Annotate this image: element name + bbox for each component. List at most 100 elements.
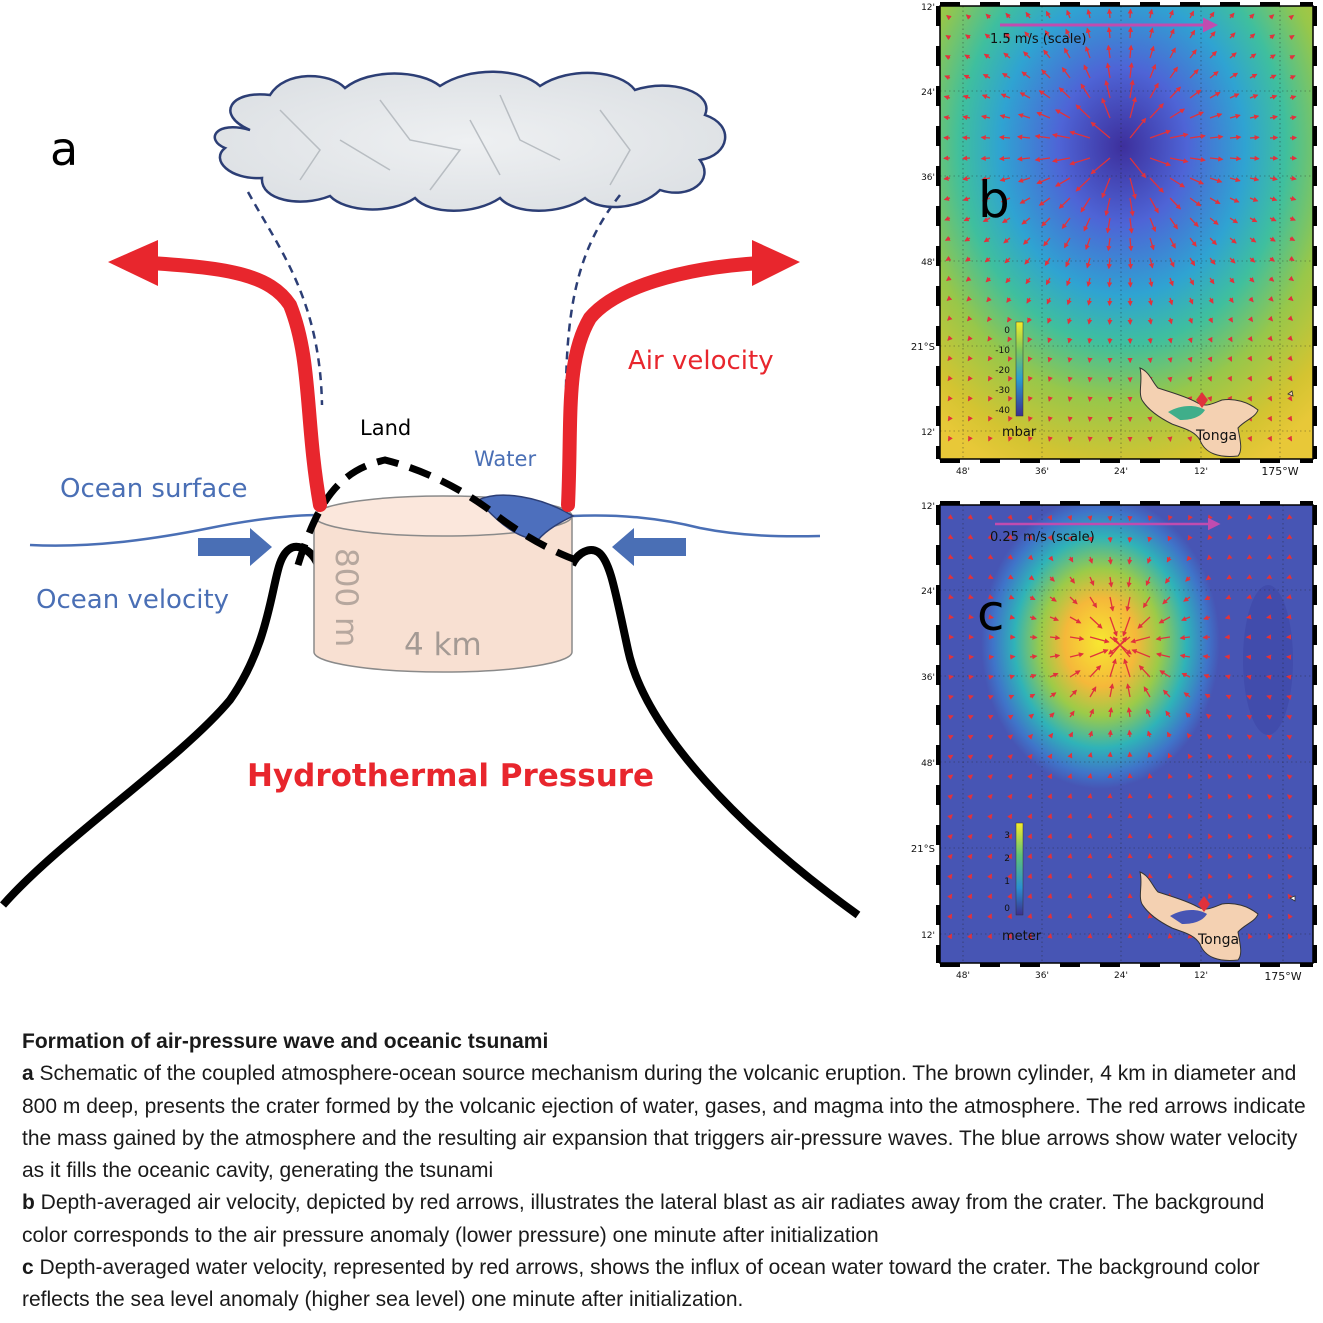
velocity-arrow: [1036, 111, 1051, 119]
velocity-arrow: [1025, 11, 1031, 19]
velocity-arrow: [1066, 297, 1072, 306]
frame-tick: [936, 625, 940, 645]
velocity-arrow: [1206, 554, 1213, 561]
velocity-arrow: [1267, 375, 1273, 382]
frame-tick: [936, 326, 940, 346]
velocity-arrow: [1167, 773, 1173, 780]
velocity-arrow: [988, 435, 993, 442]
velocity-arrow: [1016, 156, 1031, 162]
velocity-arrow: [981, 176, 991, 182]
frame-tick: [1313, 785, 1317, 805]
velocity-arrow: [1027, 933, 1033, 939]
frame-tick: [1180, 963, 1200, 967]
velocity-arrow: [1125, 683, 1131, 698]
velocity-arrow: [1027, 813, 1032, 820]
velocity-arrow: [946, 275, 952, 282]
velocity-arrow: [943, 175, 951, 181]
velocity-arrow: [1017, 113, 1031, 119]
velocity-arrow: [1069, 616, 1082, 624]
velocity-arrow: [1266, 514, 1273, 520]
velocity-arrow: [1286, 694, 1292, 700]
velocity-arrow: [1248, 277, 1255, 283]
velocity-arrow: [1189, 197, 1202, 207]
velocity-arrow: [1069, 635, 1085, 642]
velocity-arrow: [987, 893, 992, 900]
velocity-arrow: [1007, 355, 1013, 362]
velocity-arrow: [1027, 554, 1034, 561]
velocity-arrow: [1289, 95, 1297, 101]
velocity-arrow: [967, 794, 973, 800]
velocity-arrow: [980, 135, 991, 141]
velocity-arrow: [1089, 596, 1097, 609]
frame-tick: [1313, 945, 1317, 963]
velocity-arrow: [1289, 115, 1297, 121]
velocity-arrow: [1229, 113, 1241, 119]
frame-tick: [1020, 963, 1040, 967]
frame-tick: [1220, 2, 1240, 6]
velocity-arrow: [987, 714, 994, 720]
velocity-arrow: [1107, 277, 1113, 288]
caption-title: Formation of air-pressure wave and ocean…: [22, 1030, 549, 1053]
velocity-arrow: [1249, 73, 1258, 79]
frame-tick: [1313, 905, 1317, 925]
velocity-arrow: [1202, 634, 1211, 640]
velocity-arrow: [987, 793, 993, 800]
velocity-arrow: [1227, 356, 1233, 362]
frame-tick: [1060, 2, 1080, 6]
velocity-arrow: [1183, 596, 1191, 602]
velocity-arrow: [988, 415, 993, 422]
caption-paragraph-b: b Depth-averaged air velocity, depicted …: [22, 1187, 1312, 1252]
velocity-arrow: [1289, 216, 1296, 221]
velocity-arrow: [1162, 596, 1171, 605]
velocity-arrow: [1067, 873, 1073, 879]
velocity-arrow: [1104, 197, 1111, 217]
velocity-arrow: [1286, 554, 1293, 559]
velocity-arrow: [1224, 674, 1231, 680]
velocity-arrow: [1021, 71, 1031, 79]
figure-caption: Formation of air-pressure wave and ocean…: [22, 1026, 1312, 1317]
velocity-arrow: [1047, 317, 1052, 324]
velocity-arrow: [1047, 853, 1053, 859]
velocity-arrow: [1169, 66, 1178, 79]
velocity-arrow: [1147, 752, 1153, 758]
velocity-arrow: [1027, 733, 1034, 740]
velocity-arrow: [1288, 14, 1295, 21]
velocity-arrow: [1249, 33, 1256, 39]
velocity-arrow: [1247, 435, 1252, 442]
frame-tick: [1100, 2, 1120, 6]
velocity-arrow: [1086, 277, 1092, 288]
panel-b-lat-tick: 12': [921, 428, 935, 438]
velocity-arrow: [1101, 177, 1111, 199]
velocity-arrow: [1207, 356, 1213, 363]
panel-c-lat-tick: 12': [921, 931, 935, 941]
velocity-arrow: [1287, 335, 1293, 342]
velocity-arrow: [1208, 317, 1213, 324]
velocity-arrow: [1046, 297, 1052, 305]
velocity-arrow: [987, 774, 993, 780]
velocity-arrow: [1247, 316, 1254, 323]
velocity-arrow: [1027, 793, 1033, 800]
velocity-arrow: [1047, 753, 1053, 760]
velocity-arrow: [1067, 913, 1073, 919]
panel-c-lon-tick: 175°W: [1264, 970, 1301, 983]
label-depth: 800 m: [328, 548, 364, 647]
velocity-arrow: [1267, 913, 1273, 920]
velocity-arrow: [1089, 616, 1103, 629]
velocity-arrow: [1109, 683, 1115, 698]
velocity-arrow: [1188, 793, 1193, 800]
frame-tick: [936, 126, 940, 146]
air-velocity-arrows: [108, 240, 800, 512]
velocity-arrow: [1246, 714, 1253, 720]
frame-tick: [1313, 286, 1317, 306]
velocity-arrow: [1179, 653, 1191, 659]
velocity-arrow: [1207, 893, 1213, 899]
velocity-arrow: [1008, 395, 1013, 402]
velocity-arrow: [1268, 276, 1275, 282]
velocity-arrow: [1249, 217, 1258, 223]
panel-b-lon-tick: 12': [1194, 467, 1208, 477]
velocity-arrow: [1107, 556, 1113, 565]
panel-b-lon-tick: 48': [956, 467, 970, 477]
caption-label-a: a: [22, 1062, 34, 1086]
velocity-arrow: [1069, 652, 1084, 658]
velocity-arrow: [1007, 754, 1013, 760]
